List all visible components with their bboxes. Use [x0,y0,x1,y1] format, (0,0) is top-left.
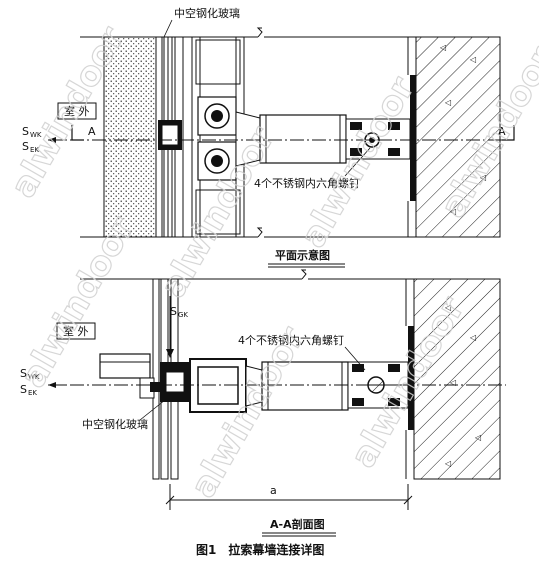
section-concrete-wall [413,278,501,480]
title-plan: 平面示意图 [275,248,330,262]
svg-text:室 外: 室 外 [63,324,89,338]
plan-view: ◁ ◁ ◁ ◁ ◁ [48,19,515,238]
end-cap [99,353,151,379]
svg-text:◁: ◁ [479,173,486,182]
svg-text:◁: ◁ [444,98,451,107]
section-mark-left: A [88,125,96,138]
concrete-band [103,36,157,238]
title-section: A-A剖面图 [270,517,325,531]
svg-text:◁: ◁ [449,378,456,387]
svg-text:S: S [22,125,29,138]
load-label-bottom: S WK S EK [20,367,40,397]
svg-text:GK: GK [178,311,188,319]
svg-text:WK: WK [30,131,42,139]
outdoor-label-bottom: 室 外 [56,322,96,340]
svg-text:EK: EK [28,389,37,397]
load-label-top: S WK S EK [22,125,42,154]
svg-text:S: S [170,305,177,318]
svg-text:◁: ◁ [444,459,451,468]
concrete-wall [415,36,501,238]
svg-text:◁: ◁ [469,55,476,64]
svg-text:◁: ◁ [439,43,446,52]
svg-text:S: S [20,367,27,380]
label-glass-bottom: 中空钢化玻璃 [82,417,148,431]
outdoor-label-top: 室 外 [57,102,97,120]
svg-text:S: S [22,140,29,153]
load-label-gravity: S GK [170,305,188,319]
svg-text:◁: ◁ [469,333,476,342]
connector-body [259,114,347,164]
label-glass-top: 中空钢化玻璃 [174,6,240,20]
svg-text:室 外: 室 外 [64,104,90,118]
svg-text:◁: ◁ [474,433,481,442]
section-connector-body [261,361,349,411]
section-view: ◁ ◁ ◁ ◁ ◁ [48,269,506,510]
embedded-plate [410,75,416,201]
svg-text:◁: ◁ [449,207,456,216]
label-bolts-bottom: 4个不锈钢内六角螺钉 [238,333,344,347]
section-mark-right: A [498,125,506,138]
figure-caption: 图1 拉索幕墙连接详图 [196,542,324,557]
svg-text:◁: ◁ [444,303,451,312]
dimension-a-label: a [270,484,277,497]
svg-text:S: S [20,383,27,396]
label-bolts-top: 4个不锈钢内六角螺钉 [254,176,360,190]
svg-text:WK: WK [28,373,40,381]
svg-text:EK: EK [30,146,39,154]
bolt-fitting-lower [197,141,237,181]
bolt-fitting-upper [197,96,237,136]
